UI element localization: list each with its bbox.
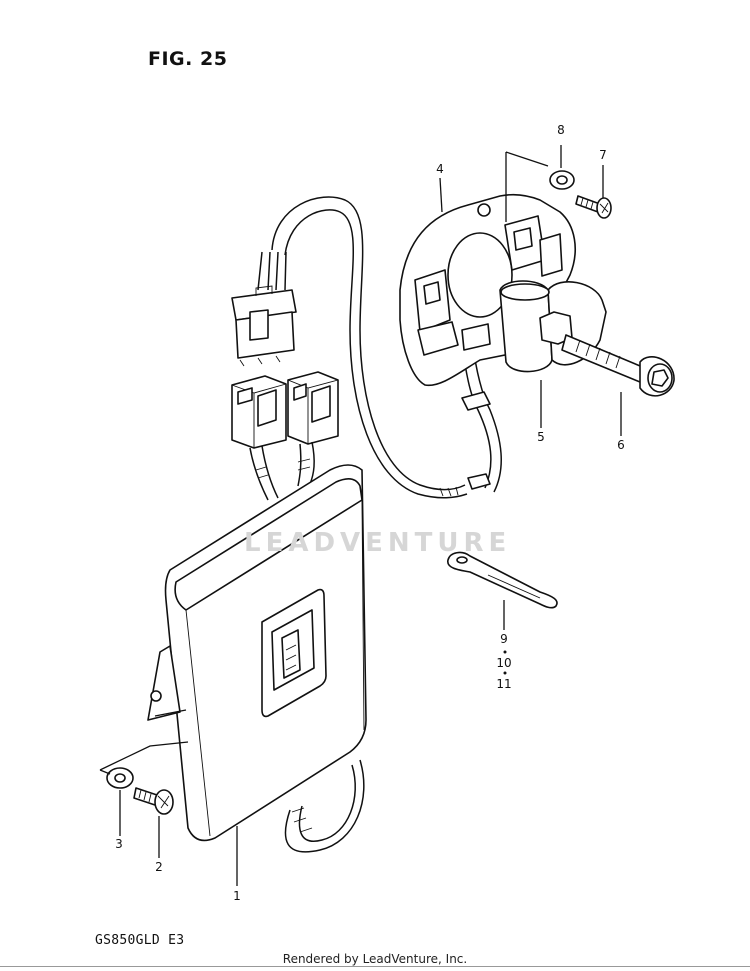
footer-credit: Rendered by LeadVenture, Inc.	[282, 952, 468, 966]
harness-connector-plug	[231, 285, 297, 367]
callout-part-6: 6	[617, 438, 625, 452]
callout-part-1: 1	[233, 889, 241, 903]
wire-clamp	[447, 551, 558, 609]
callout-dot	[503, 671, 507, 675]
washer-3	[106, 767, 134, 789]
figure-title: FIG. 25	[148, 48, 228, 70]
callout-part-5: 5	[537, 430, 545, 444]
watermark-text: LEADVENTURE	[244, 528, 512, 558]
callout-part-11: 11	[496, 677, 512, 691]
callout-part-10: 10	[496, 656, 512, 670]
screw-2	[133, 787, 174, 815]
harness-connector-sockets	[231, 371, 339, 501]
washer-8	[549, 170, 575, 190]
screw-7	[575, 195, 612, 219]
callout-part-9: 9	[500, 632, 508, 646]
callout-dot	[503, 650, 507, 654]
callout-part-3: 3	[115, 837, 123, 851]
callout-part-7: 7	[599, 148, 607, 162]
model-code: GS850GLD E3	[95, 933, 185, 948]
signal-rotor	[499, 280, 607, 373]
callout-part-4: 4	[436, 162, 444, 176]
ignitor-unit	[147, 464, 367, 853]
footer-divider	[0, 966, 750, 967]
leader-lines	[99, 145, 622, 886]
callout-part-8: 8	[557, 123, 565, 137]
callout-part-2: 2	[155, 860, 163, 874]
rotor-bolt	[561, 334, 675, 397]
